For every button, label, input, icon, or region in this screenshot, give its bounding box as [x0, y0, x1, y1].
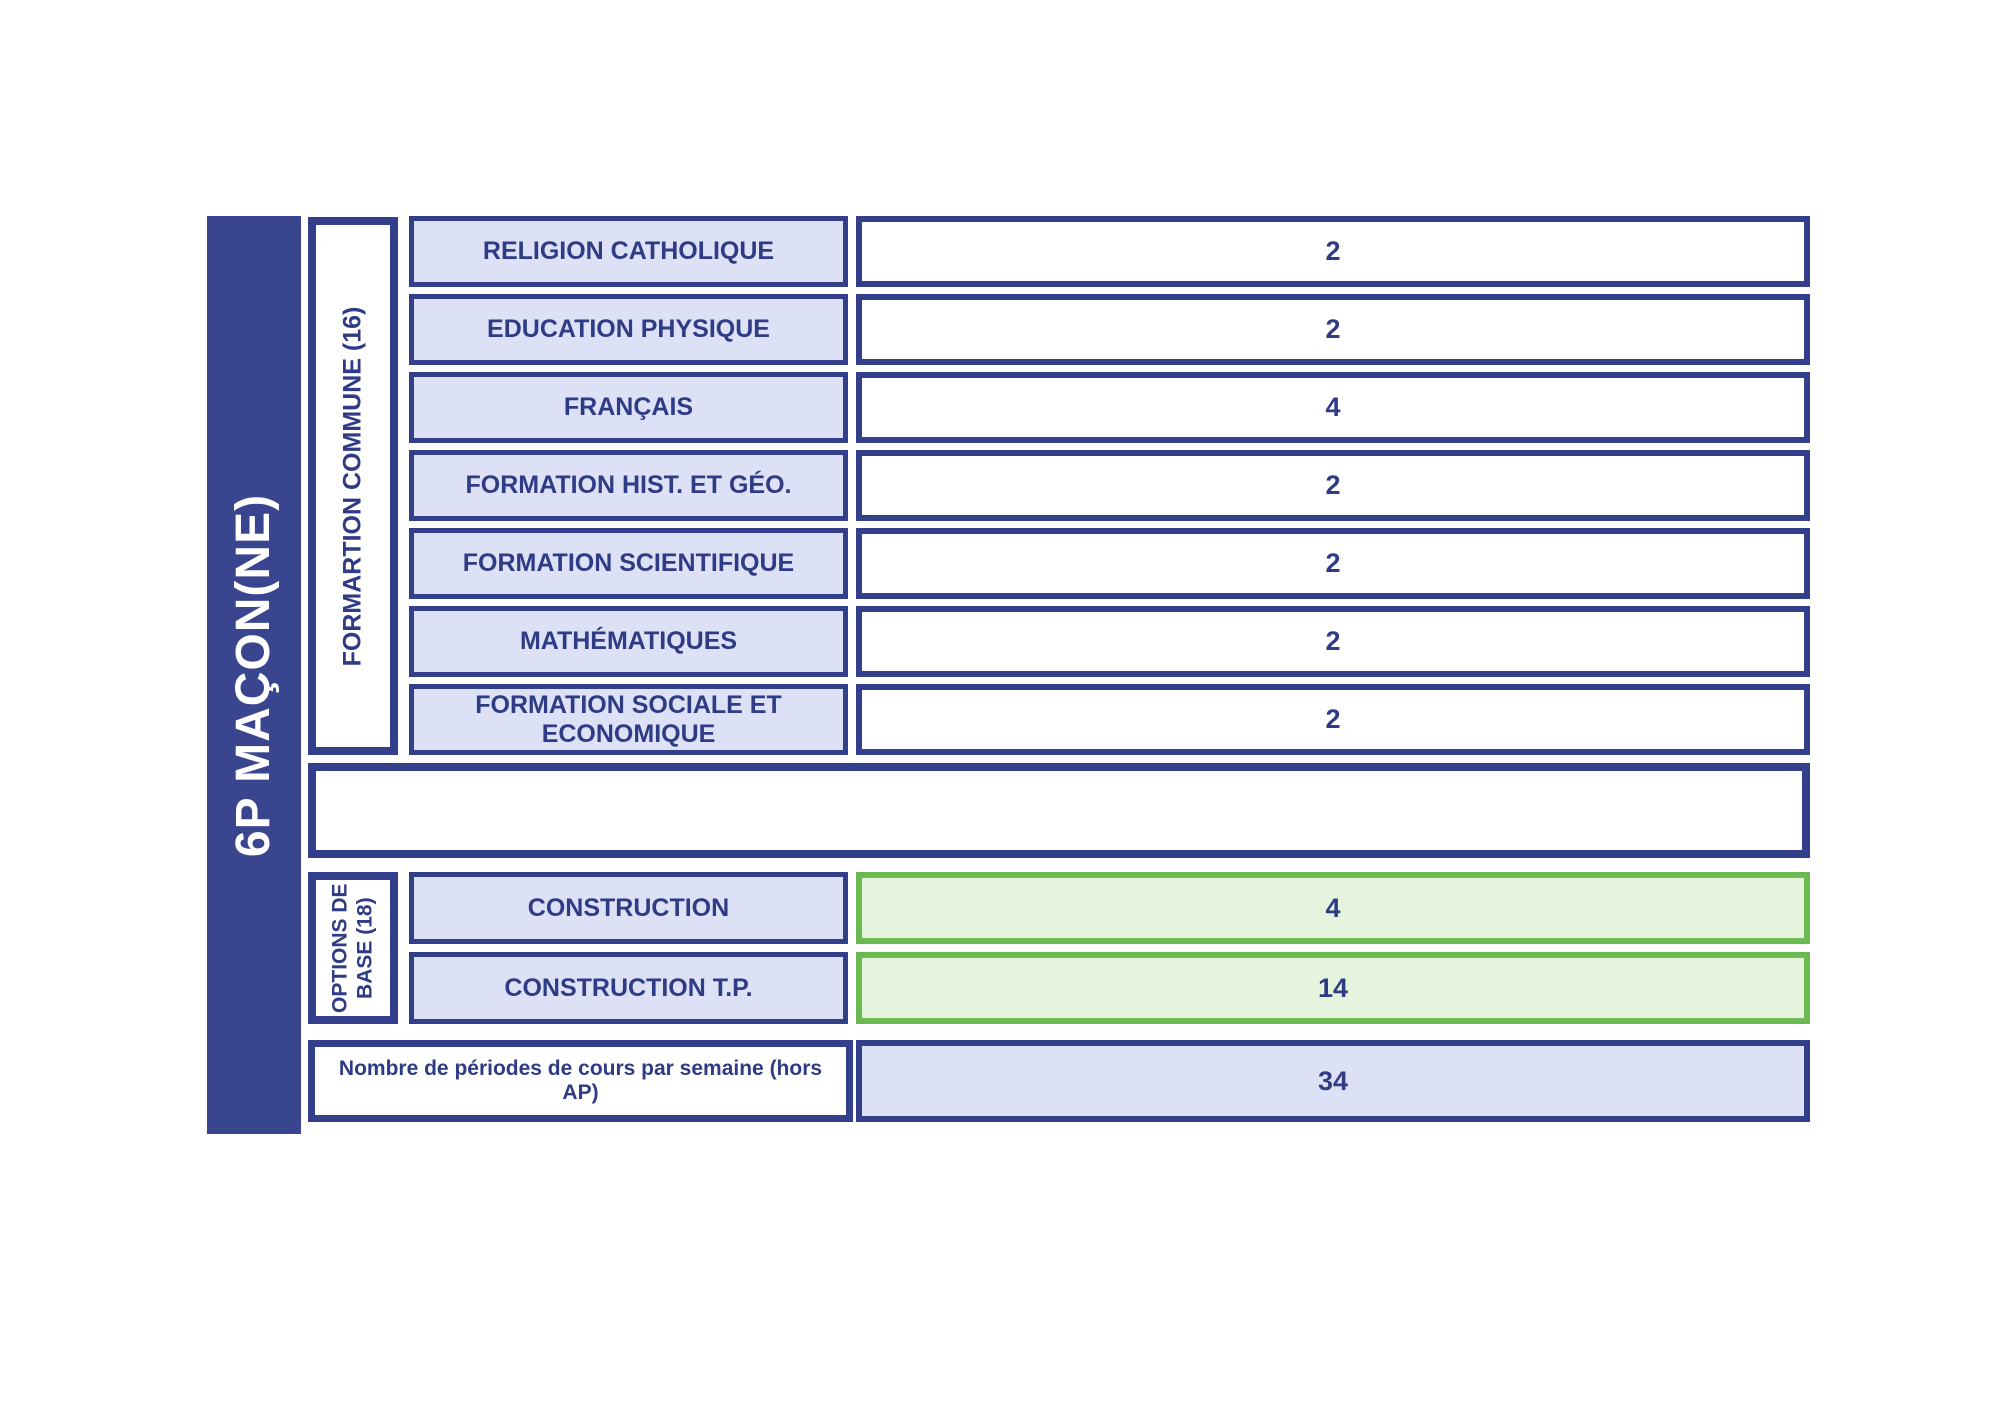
subject-cell-formation-sociale-economique: FORMATION SOCIALE ET ECONOMIQUE: [409, 684, 848, 755]
periods-cell-mathematiques: 2: [856, 606, 1810, 677]
periods-cell-formation-sociale-economique: 2: [856, 684, 1810, 755]
subject-cell-francais: FRANÇAIS: [409, 372, 848, 443]
group-box-formation-commune: FORMARTION COMMUNE (16): [308, 217, 398, 755]
subject-cell-formation-hist-geo: FORMATION HIST. ET GÉO.: [409, 450, 848, 521]
periods-cell-construction-tp: 14: [856, 952, 1810, 1024]
summary-value: 34: [856, 1040, 1810, 1122]
program-title-wrap: 6P MAÇON(NE): [207, 216, 301, 1134]
periods-cell-religion-catholique: 2: [856, 216, 1810, 287]
group-label-options-line2: BASE (18): [354, 897, 377, 999]
group-label-wrap: FORMARTION COMMUNE (16): [316, 225, 390, 747]
program-title-bar: 6P MAÇON(NE): [207, 216, 301, 1134]
periods-cell-formation-scientifique: 2: [856, 528, 1810, 599]
group-label-wrap-options: OPTIONS DE BASE (18): [316, 880, 390, 1016]
periods-cell-construction: 4: [856, 872, 1810, 944]
subject-cell-construction-tp: CONSTRUCTION T.P.: [409, 952, 848, 1024]
subject-cell-mathematiques: MATHÉMATIQUES: [409, 606, 848, 677]
summary-label: Nombre de périodes de cours par semaine …: [308, 1040, 853, 1122]
subject-cell-religion-catholique: RELIGION CATHOLIQUE: [409, 216, 848, 287]
group-label-options-de-base: OPTIONS DE BASE (18): [328, 883, 378, 1013]
subject-cell-education-physique: EDUCATION PHYSIQUE: [409, 294, 848, 365]
periods-cell-formation-hist-geo: 2: [856, 450, 1810, 521]
group-label-formation-commune: FORMARTION COMMUNE (16): [338, 306, 367, 666]
program-title: 6P MAÇON(NE): [227, 493, 281, 857]
group-label-options-line1: OPTIONS DE: [328, 883, 352, 1013]
empty-row: [308, 763, 1810, 858]
periods-cell-education-physique: 2: [856, 294, 1810, 365]
group-box-options-de-base: OPTIONS DE BASE (18): [308, 872, 398, 1024]
subject-cell-construction: CONSTRUCTION: [409, 872, 848, 944]
periods-cell-francais: 4: [856, 372, 1810, 443]
subject-cell-formation-scientifique: FORMATION SCIENTIFIQUE: [409, 528, 848, 599]
